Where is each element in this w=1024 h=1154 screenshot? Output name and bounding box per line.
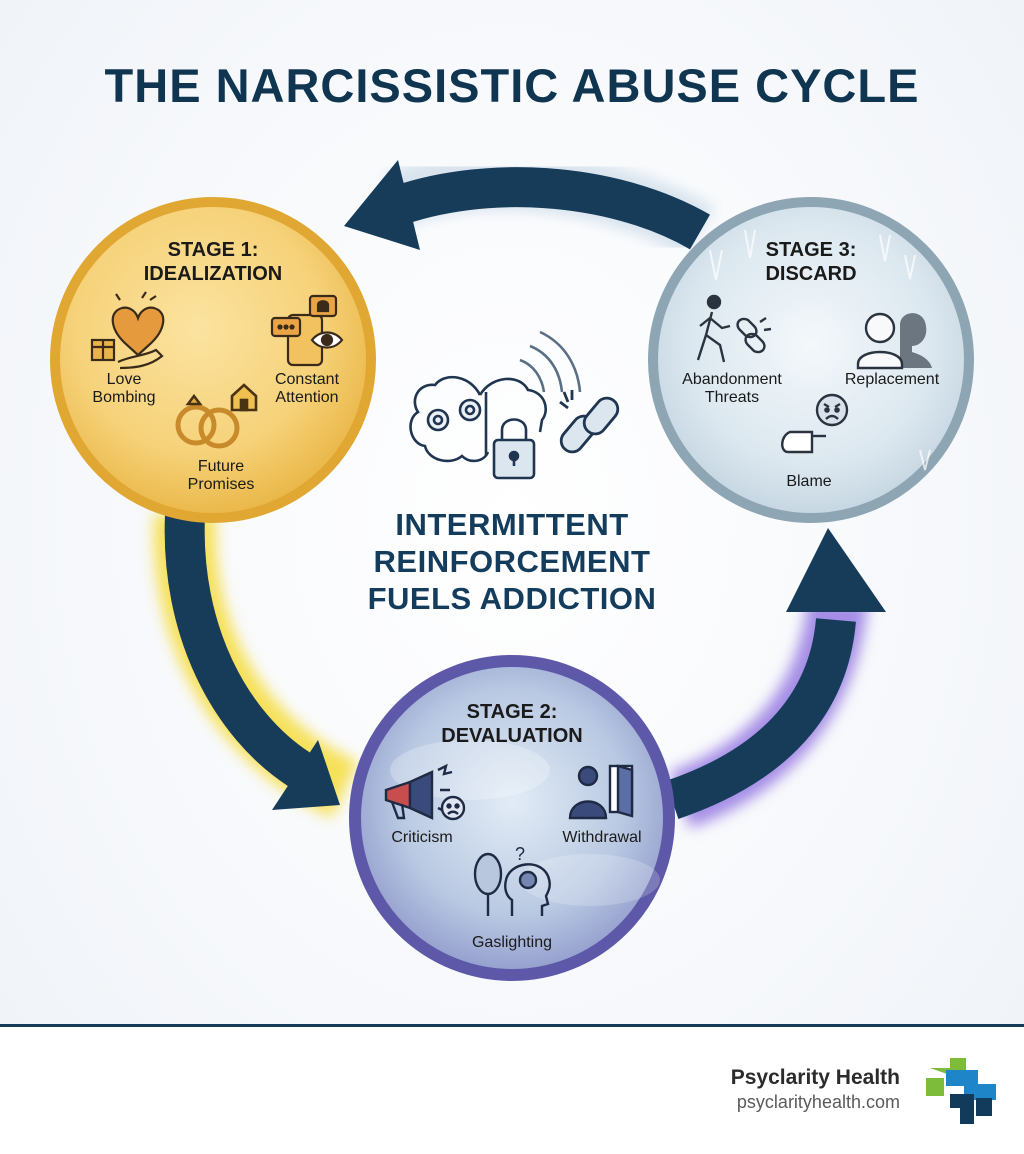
item-future-promises: Future Promises xyxy=(187,458,255,493)
mirror-head-brain-icon: ? xyxy=(473,844,551,916)
item-love-bombing: Love Bombing xyxy=(92,371,156,406)
stage-devaluation-title: STAGE 2: DEVALUATION xyxy=(441,701,583,747)
item-constant-attention: Constant Attention xyxy=(274,371,340,406)
page-title: THE NARCISSISTIC ABUSE CYCLE xyxy=(104,59,920,112)
item-criticism: Criticism xyxy=(391,829,453,846)
rings-house-icon xyxy=(175,383,258,449)
item-blame: Blame xyxy=(786,473,832,490)
pointing-hand-angry-face-icon xyxy=(781,393,849,454)
person-door-icon xyxy=(568,764,634,820)
stage-discard-title: STAGE 3: DISCARD xyxy=(765,239,857,285)
arrow-discard-to-idealization xyxy=(344,160,710,250)
item-abandonment-threats: Abandonment Threats xyxy=(682,371,782,406)
brand-url[interactable]: psyclarityhealth.com xyxy=(736,1092,900,1112)
item-replacement: Replacement xyxy=(844,371,940,388)
footer xyxy=(0,1027,1024,1154)
broken-chain-icon xyxy=(559,390,620,454)
stage-idealization-title: STAGE 1: IDEALIZATION xyxy=(143,239,283,285)
brand-name: Psyclarity Health xyxy=(730,1066,900,1089)
svg-text:?: ? xyxy=(515,844,525,864)
phone-eye-bell-icon xyxy=(270,294,344,367)
item-withdrawal: Withdrawal xyxy=(562,829,642,846)
arrow-idealization-to-devaluation xyxy=(164,514,340,810)
footer-divider xyxy=(0,1024,1024,1027)
stage-idealization-circle xyxy=(50,197,376,523)
walking-person-broken-chain-icon xyxy=(696,294,772,363)
person-silhouette-icon xyxy=(856,312,932,370)
item-gaslighting: Gaslighting xyxy=(471,934,553,951)
center-message: INTERMITTENT REINFORCEMENT FUELS ADDICTI… xyxy=(367,507,657,616)
stage-discard-circle xyxy=(648,197,974,523)
megaphone-angry-face-icon xyxy=(384,763,466,821)
brain-gears-lock-icon xyxy=(409,330,582,480)
heart-gift-hand-icon xyxy=(90,291,165,370)
arrow-devaluation-to-discard xyxy=(665,528,886,819)
